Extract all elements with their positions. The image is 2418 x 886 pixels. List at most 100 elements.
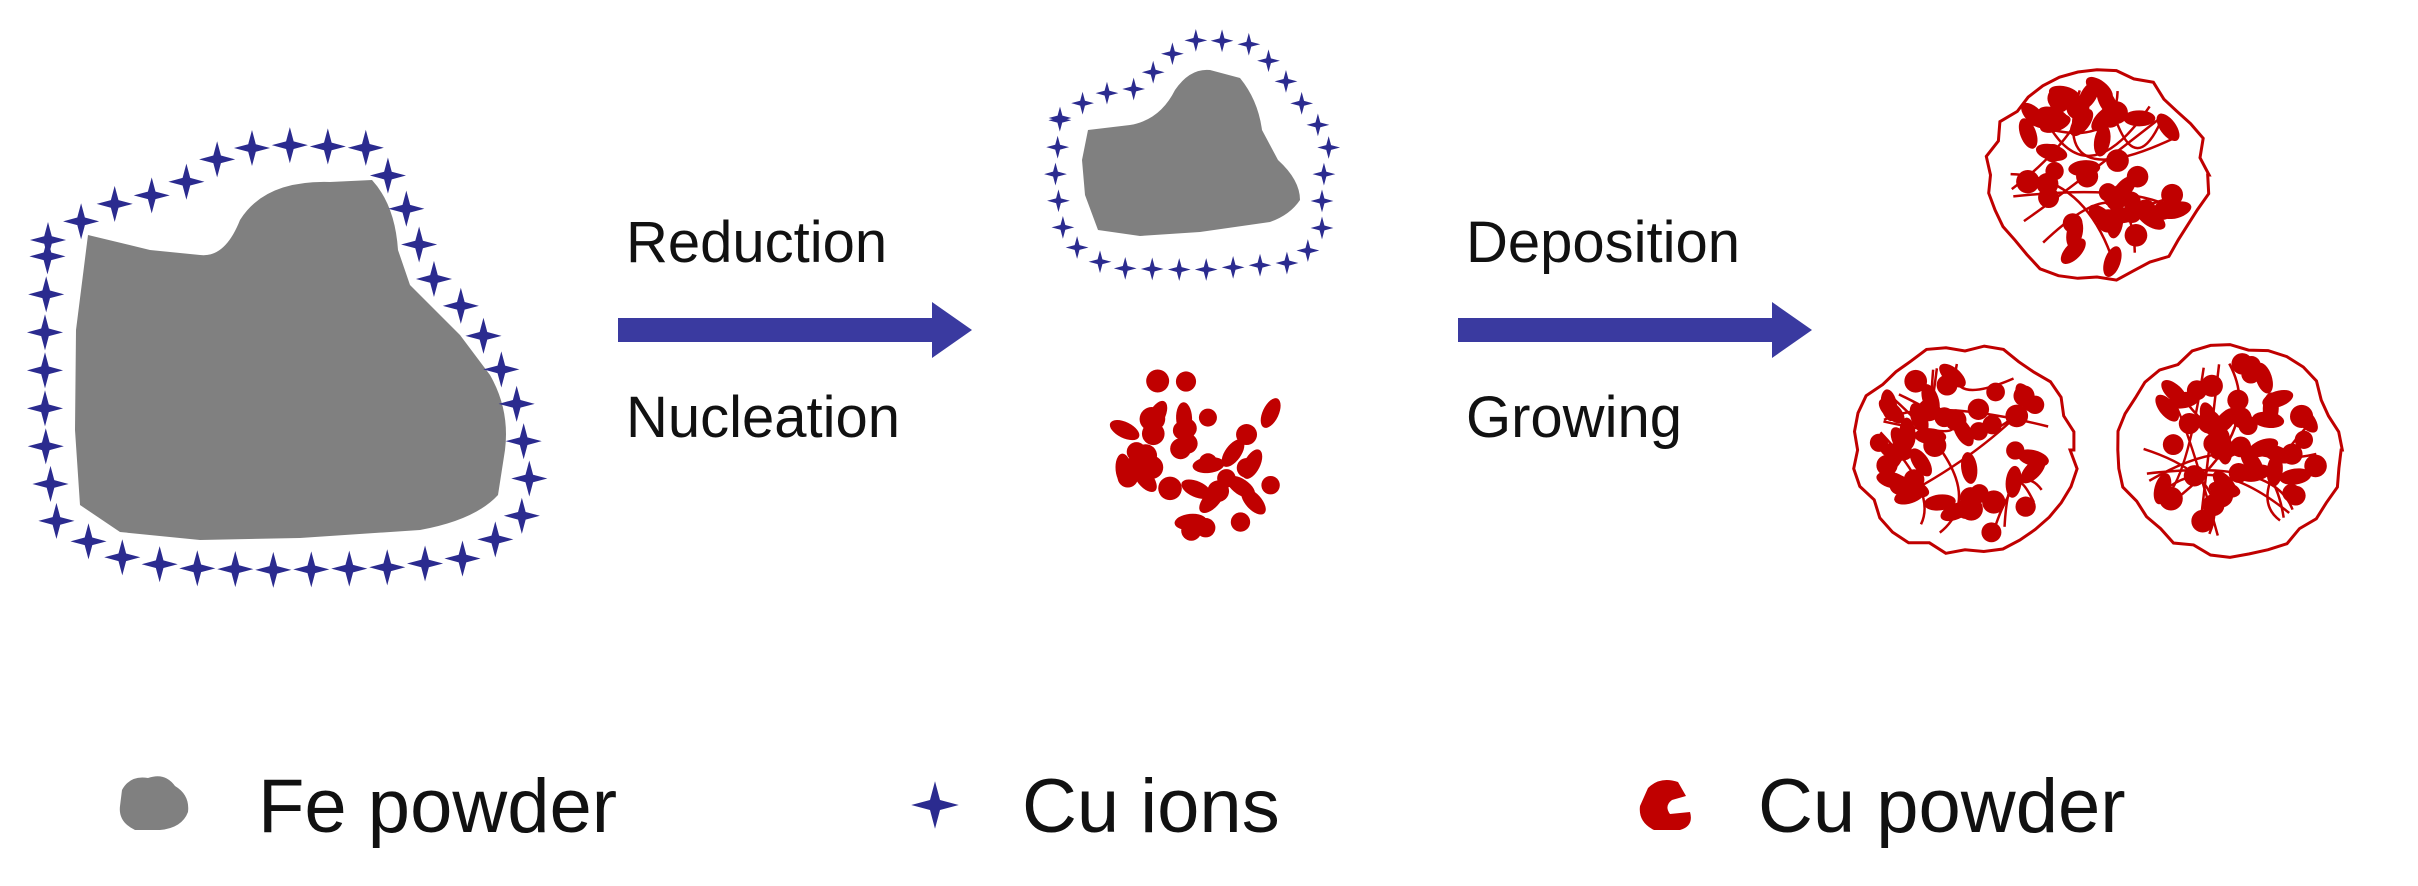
cu-nucleus-dot <box>2282 483 2301 503</box>
cu-ion-icon <box>503 497 540 534</box>
cu-ion-icon <box>1306 113 1330 137</box>
cu-ion-icon <box>1194 258 1218 281</box>
cu-ion-icon <box>179 550 216 587</box>
cu-nucleus-dot <box>1139 455 1164 480</box>
cu-ion-icon <box>199 141 236 178</box>
cu-nucleus-dot <box>1139 407 1164 431</box>
cu-nucleus-bean <box>2168 391 2200 409</box>
cu-nucleus-dot <box>1936 374 1958 396</box>
cu-nucleus-dot <box>2005 404 2029 428</box>
cu-nucleus-bean <box>2240 448 2264 476</box>
cu-nucleus-bean <box>2017 449 2049 467</box>
cu-nucleus-dot <box>1904 369 1928 393</box>
cu-powder-outline <box>2116 343 2345 559</box>
cu-nucleus-bean <box>1241 488 1266 515</box>
cu-ion-icon <box>331 550 368 587</box>
cu-nucleus-dot <box>2191 509 2215 533</box>
cu-nucleus-bean <box>2018 118 2038 149</box>
cu-nucleus-dot <box>2183 465 2206 487</box>
step-label-growing: Growing <box>1466 385 1682 450</box>
cu-ion-icon <box>1071 91 1094 115</box>
cu-ion-icon <box>32 465 69 503</box>
cu-nucleus-dot <box>1986 382 2005 402</box>
cu-ion-icon <box>141 546 178 583</box>
cu-ion-icon <box>911 781 959 829</box>
stage-small-fe-with-ions <box>1044 28 1341 281</box>
cu-nucleus-dot <box>2227 389 2249 411</box>
cu-ion-icon <box>511 460 548 497</box>
cu-nucleus-dot <box>2099 105 2122 128</box>
cu-nucleus-bean <box>1109 420 1140 441</box>
cu-nucleus-dot <box>2162 434 2184 455</box>
cu-nucleus-dot <box>2197 410 2221 434</box>
cu-ion-icon <box>1167 258 1191 281</box>
cu-ion-icon <box>1312 162 1336 186</box>
cu-nucleus-dot <box>1230 512 1251 532</box>
cu-nucleus-bean <box>2155 394 2179 422</box>
legend-label-cu-powder: Cu powder <box>1758 764 2126 849</box>
cu-nucleus-dot <box>1198 408 1217 427</box>
cu-ion-icon <box>1310 189 1334 213</box>
cu-ion-icon <box>96 185 133 222</box>
fe-particle-small <box>1082 69 1300 236</box>
cu-ion-icon <box>1275 251 1299 275</box>
cu-nucleus-bean <box>1260 398 1281 428</box>
cu-nucleus-dot <box>2015 496 2036 517</box>
cu-nucleus-dot <box>1175 371 1197 392</box>
cu-ion-icon <box>401 226 438 263</box>
cu-nucleus-dot <box>2122 203 2142 223</box>
cu-nucleus-bean <box>1880 389 1898 422</box>
cu-nucleus-bean <box>1899 417 1916 450</box>
cu-ion-icon <box>38 502 75 539</box>
cu-nucleus-bean <box>2103 246 2122 277</box>
cu-ion-icon <box>1065 236 1089 259</box>
cu-nucleus-bean <box>2060 238 2086 265</box>
cu-nucleus-bean <box>2208 481 2241 498</box>
cu-nucleus-dot <box>2178 412 2200 435</box>
cu-nucleus-dot <box>2241 364 2261 384</box>
cu-nucleus-dot <box>1170 438 1192 460</box>
cu-ion-icon <box>1290 91 1314 115</box>
cu-nucleus-bean <box>2021 102 2047 129</box>
cu-ion-icon <box>1051 216 1075 239</box>
cu-nucleus-dot <box>2294 430 2314 449</box>
cu-nucleus-dot <box>1959 497 1983 521</box>
cu-nucleus-bean <box>1923 494 1956 511</box>
cu-nucleus-dot <box>1923 433 1947 458</box>
cu-nucleus-dot <box>2124 223 2148 247</box>
cu-nucleus-dot <box>1876 454 1898 476</box>
cu-powder-strand <box>2023 116 2163 223</box>
cu-nucleus-bean <box>2039 114 2071 133</box>
cu-nucleus-bean <box>2136 208 2166 230</box>
cu-ion-icon <box>26 314 64 351</box>
cu-nucleus-bean <box>2262 389 2294 409</box>
cu-nucleus-bean <box>2068 160 2101 177</box>
cu-nucleus-bean <box>2252 411 2285 429</box>
cu-nucleus-bean <box>1952 417 1974 447</box>
cu-ion-icon <box>1184 28 1208 52</box>
cu-nucleus-dot <box>1207 480 1230 502</box>
cu-nucleus-dot <box>1967 398 1990 420</box>
legend-label-cu-ions: Cu ions <box>1022 764 1280 849</box>
cu-nucleus-bean <box>2279 468 2312 485</box>
cu-ion-icon <box>1088 250 1112 274</box>
cu-ion-icon <box>104 539 141 576</box>
cu-nucleus-bean <box>1876 471 1908 489</box>
cu-ion-icon <box>1140 257 1164 281</box>
cu-ion-icon <box>28 276 65 313</box>
cu-ion-icon <box>465 317 502 354</box>
cu-nucleus-bean <box>1221 439 1245 467</box>
cu-nucleus-bean <box>2123 110 2156 127</box>
cu-nucleus-dot <box>1981 522 2002 543</box>
cu-nucleus-dot <box>2238 415 2258 436</box>
cu-nucleus-dot <box>1917 398 1941 422</box>
cu-nucleus-dot <box>2161 183 2184 206</box>
cu-ion-icon <box>26 352 64 389</box>
cu-ion-icon <box>1141 60 1165 84</box>
cu-ion-icon <box>1161 42 1184 66</box>
process-arrow-1 <box>618 302 972 358</box>
cu-nucleus-dot <box>2062 213 2083 234</box>
cu-ion-icon <box>1296 239 1320 262</box>
cu-ion-icon <box>1317 136 1341 159</box>
stage-fe-particle-with-ions <box>26 127 548 588</box>
